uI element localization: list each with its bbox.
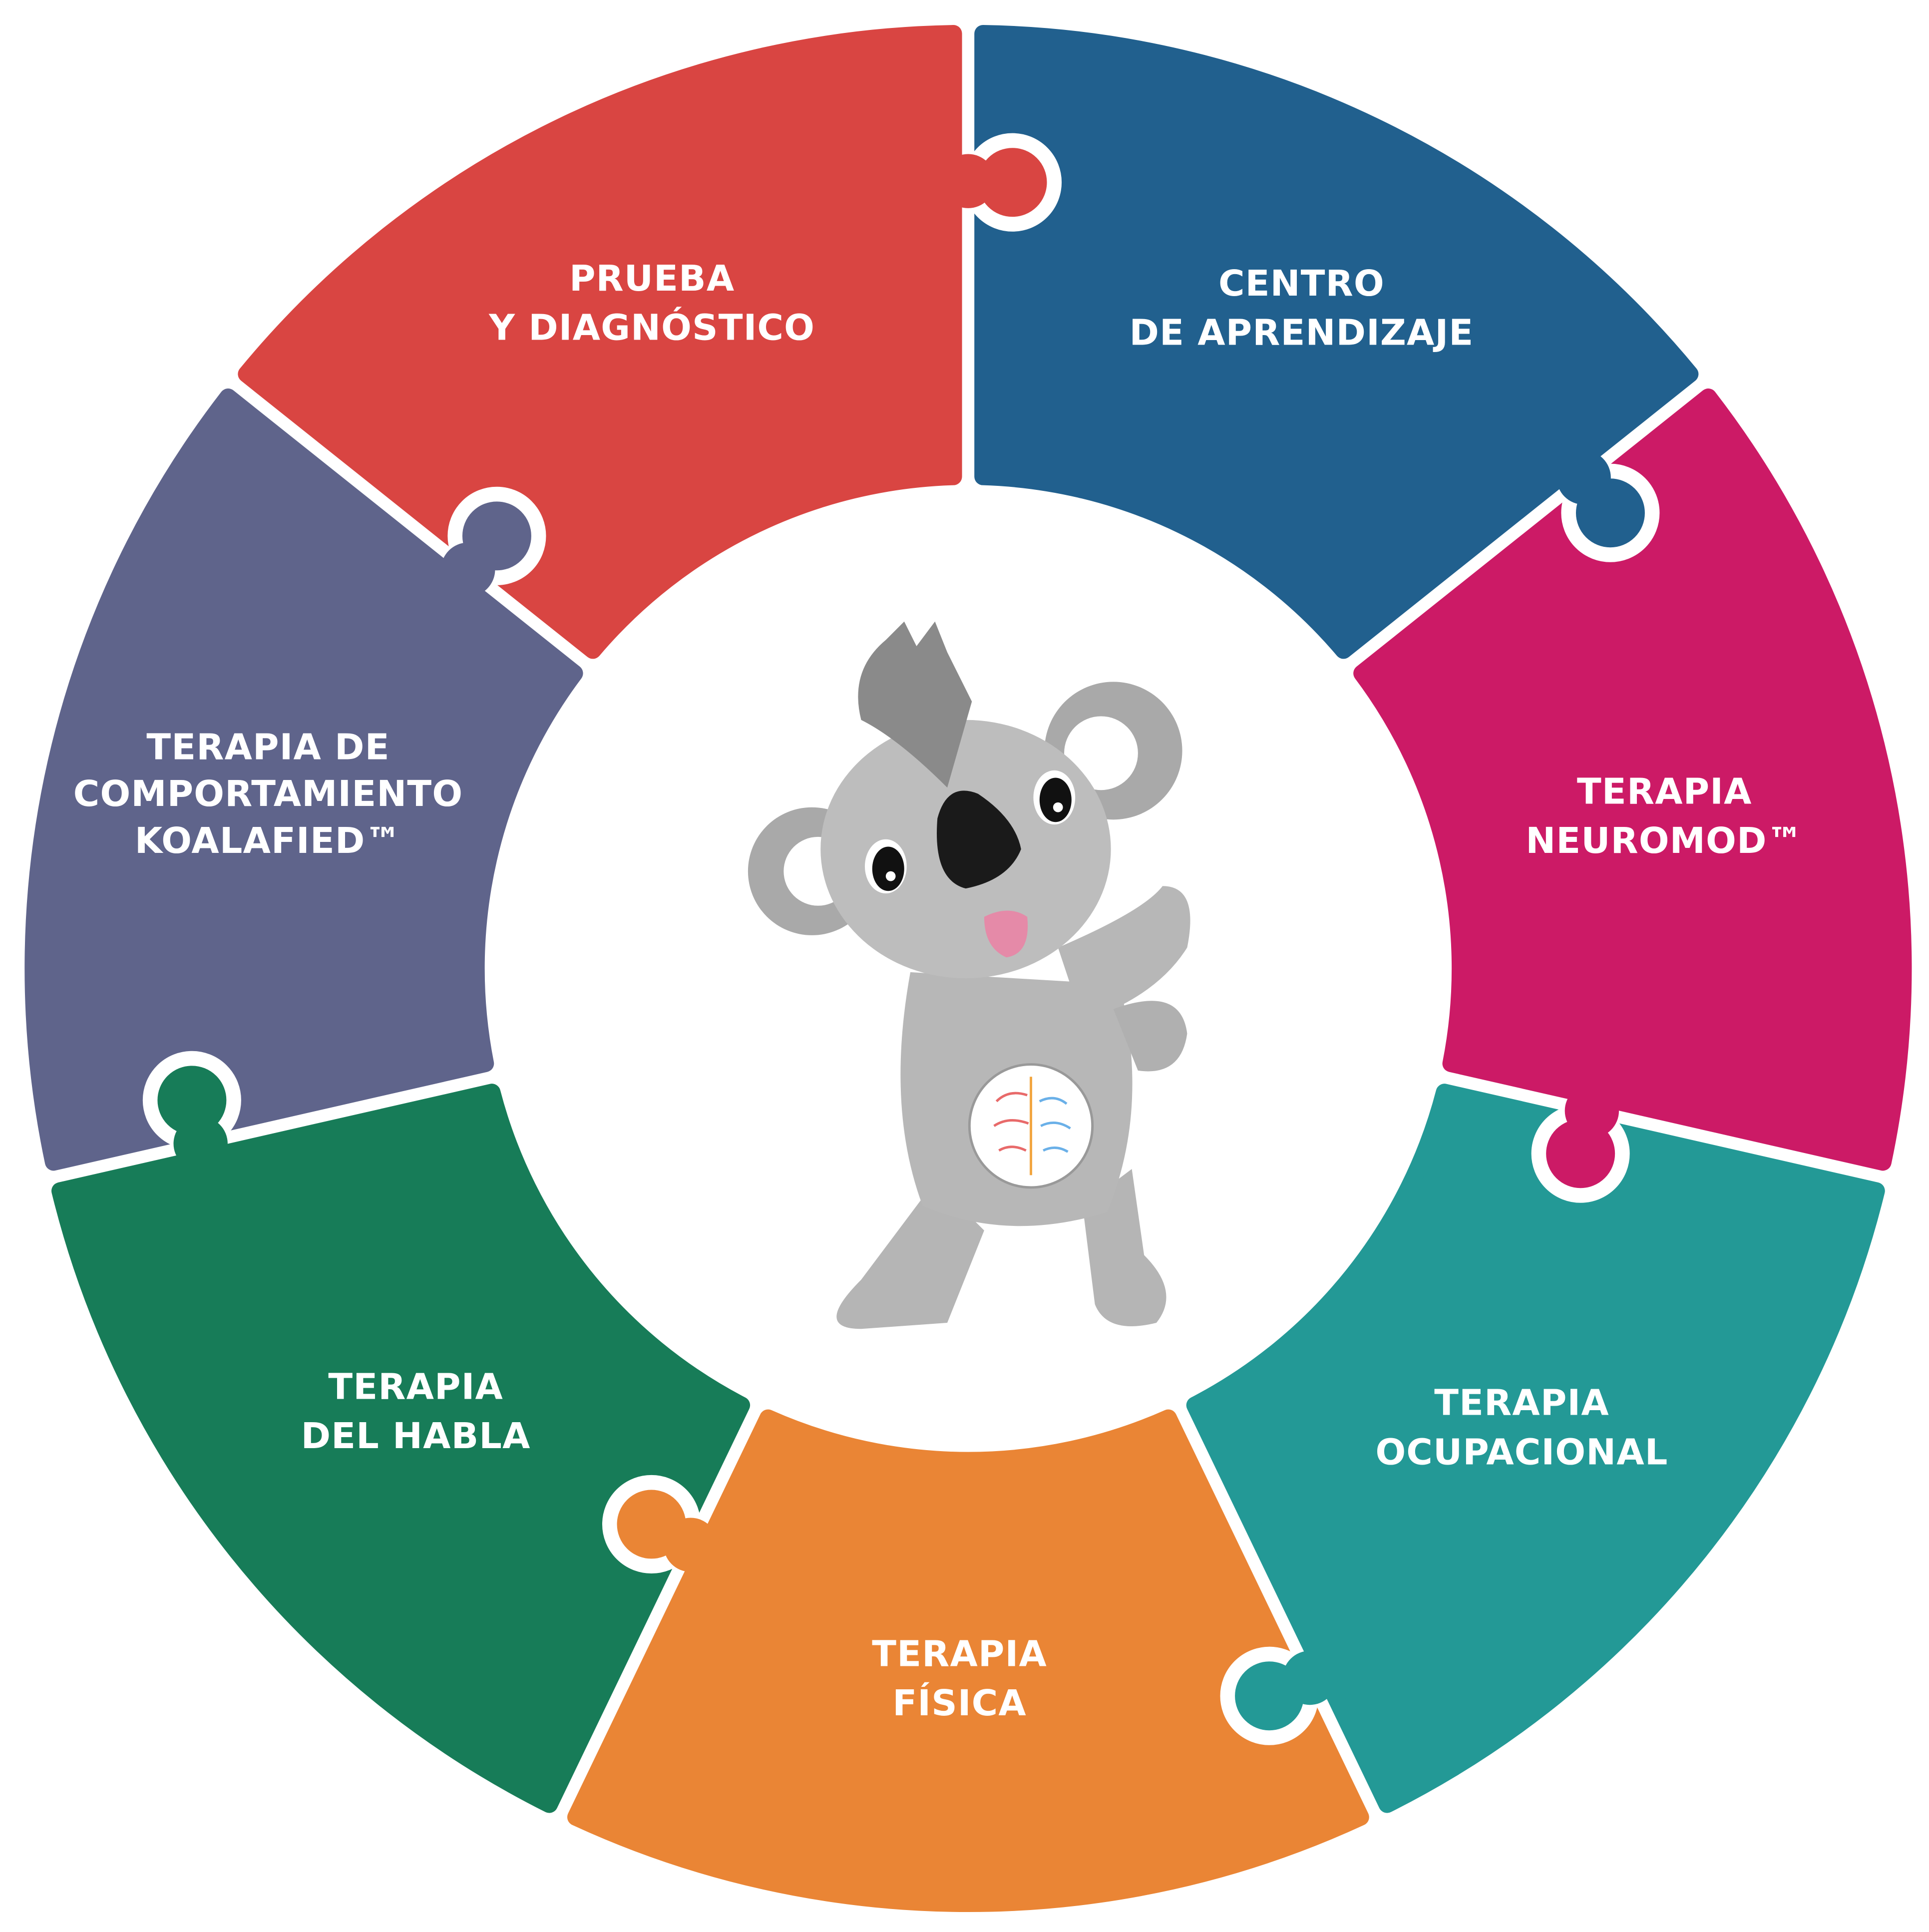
puzzle-knob-koalafied	[941, 133, 1062, 232]
puzzle-piece-koalafied	[238, 25, 962, 659]
puzzle-knob-habla	[441, 486, 546, 597]
puzzle-piece-centro	[1353, 388, 1912, 1171]
puzzle-knob-ocupacional	[602, 1475, 718, 1573]
puzzle-piece-ocupacional	[567, 1409, 1369, 1912]
koala-mascot-icon	[748, 621, 1190, 1329]
puzzle-piece-prueba	[974, 25, 1699, 659]
puzzle-piece-fisica	[51, 1084, 751, 1813]
puzzle-knob-neuromod	[1220, 1646, 1337, 1745]
puzzle-knobs	[142, 133, 1660, 1745]
puzzle-piece-neuromod	[1186, 1084, 1885, 1813]
puzzle-knob-fisica	[142, 1051, 241, 1171]
puzzle-piece-habla	[24, 388, 583, 1171]
puzzle-knob-centro	[1531, 1084, 1630, 1203]
puzzle-pieces	[24, 25, 1912, 1912]
puzzle-knob-prueba	[1556, 450, 1660, 562]
